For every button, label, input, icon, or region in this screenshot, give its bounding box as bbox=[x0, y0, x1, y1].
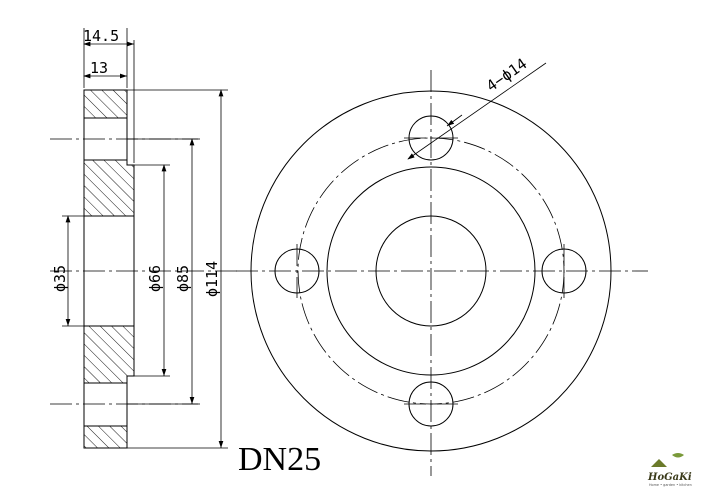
logo-tagline: Home • garden • kitchen bbox=[649, 483, 692, 487]
bolt-hole-leader-arrow bbox=[446, 114, 463, 127]
dim-text-114: ϕ114 bbox=[203, 261, 221, 297]
dim-text-35: ϕ35 bbox=[51, 265, 69, 292]
hatch-bottom-rim bbox=[83, 425, 128, 449]
bolt-hole-leader bbox=[407, 62, 547, 160]
brand-logo: HoGaKi Home • garden • kitchen bbox=[647, 453, 692, 487]
drawing-title: DN25 bbox=[238, 441, 321, 478]
front-view: 4−ϕ14 bbox=[236, 55, 648, 476]
logo-roof-icon bbox=[651, 459, 667, 467]
dim-text-14-5: 14.5 bbox=[83, 27, 119, 45]
dim-text-13: 13 bbox=[90, 59, 108, 77]
section-view: 14.5 13 ϕ35 ϕ66 ϕ85 ϕ114 bbox=[50, 27, 240, 449]
logo-leaf-icon bbox=[672, 453, 684, 458]
dim-text-bolt-holes: 4−ϕ14 bbox=[483, 55, 530, 96]
dim-text-85: ϕ85 bbox=[174, 265, 192, 292]
logo-name: HoGaKi bbox=[647, 472, 692, 483]
dim-text-66: ϕ66 bbox=[146, 265, 164, 292]
hatch-lower-body bbox=[83, 325, 135, 384]
hatch-upper-body bbox=[83, 159, 135, 217]
hatch-top-rim bbox=[83, 89, 128, 119]
